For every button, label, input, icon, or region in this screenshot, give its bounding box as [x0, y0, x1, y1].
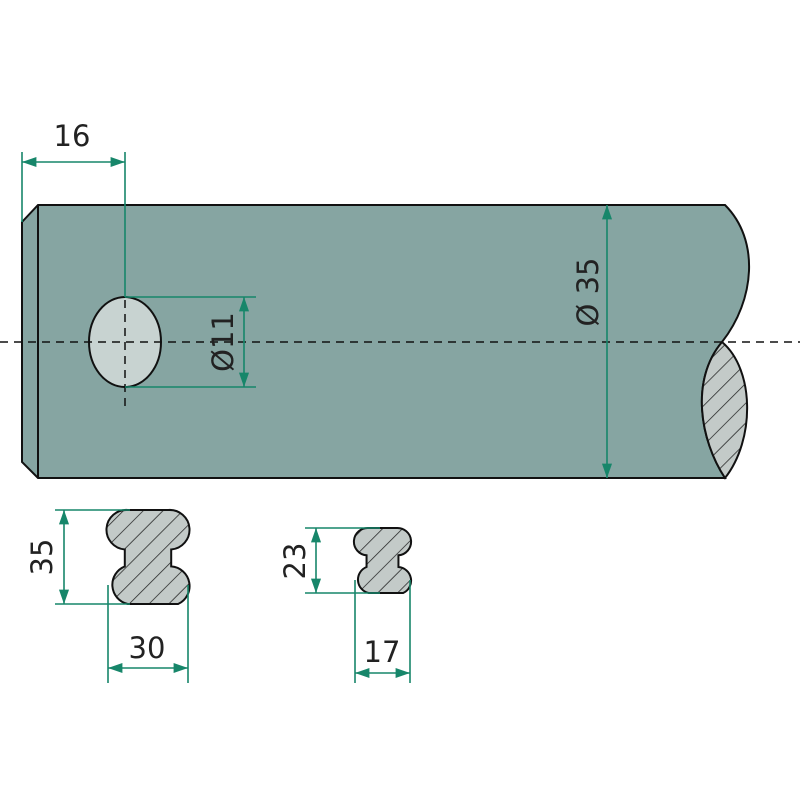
- dimension-label-30: 30: [129, 631, 166, 665]
- profile-small-section: [352, 526, 413, 594]
- dimension-label-d35: Ø 35: [571, 258, 605, 327]
- profile-small: 23 17: [278, 526, 413, 683]
- dimension-label-16: 16: [54, 119, 91, 153]
- dimension-hole-offset: 16: [21, 119, 126, 297]
- dimension-label-23: 23: [278, 543, 312, 580]
- dimension-label-35: 35: [25, 539, 59, 576]
- shaft-section-hatch: [700, 340, 749, 480]
- dimension-hole-diameter: Ø11: [125, 296, 256, 388]
- dimension-shaft-diameter: Ø 35: [571, 205, 613, 478]
- dimension-label-17: 17: [364, 635, 401, 669]
- dimension-label-d11: Ø11: [206, 312, 240, 372]
- profile-large-section: [105, 508, 191, 605]
- profile-large: 35 30: [25, 508, 191, 683]
